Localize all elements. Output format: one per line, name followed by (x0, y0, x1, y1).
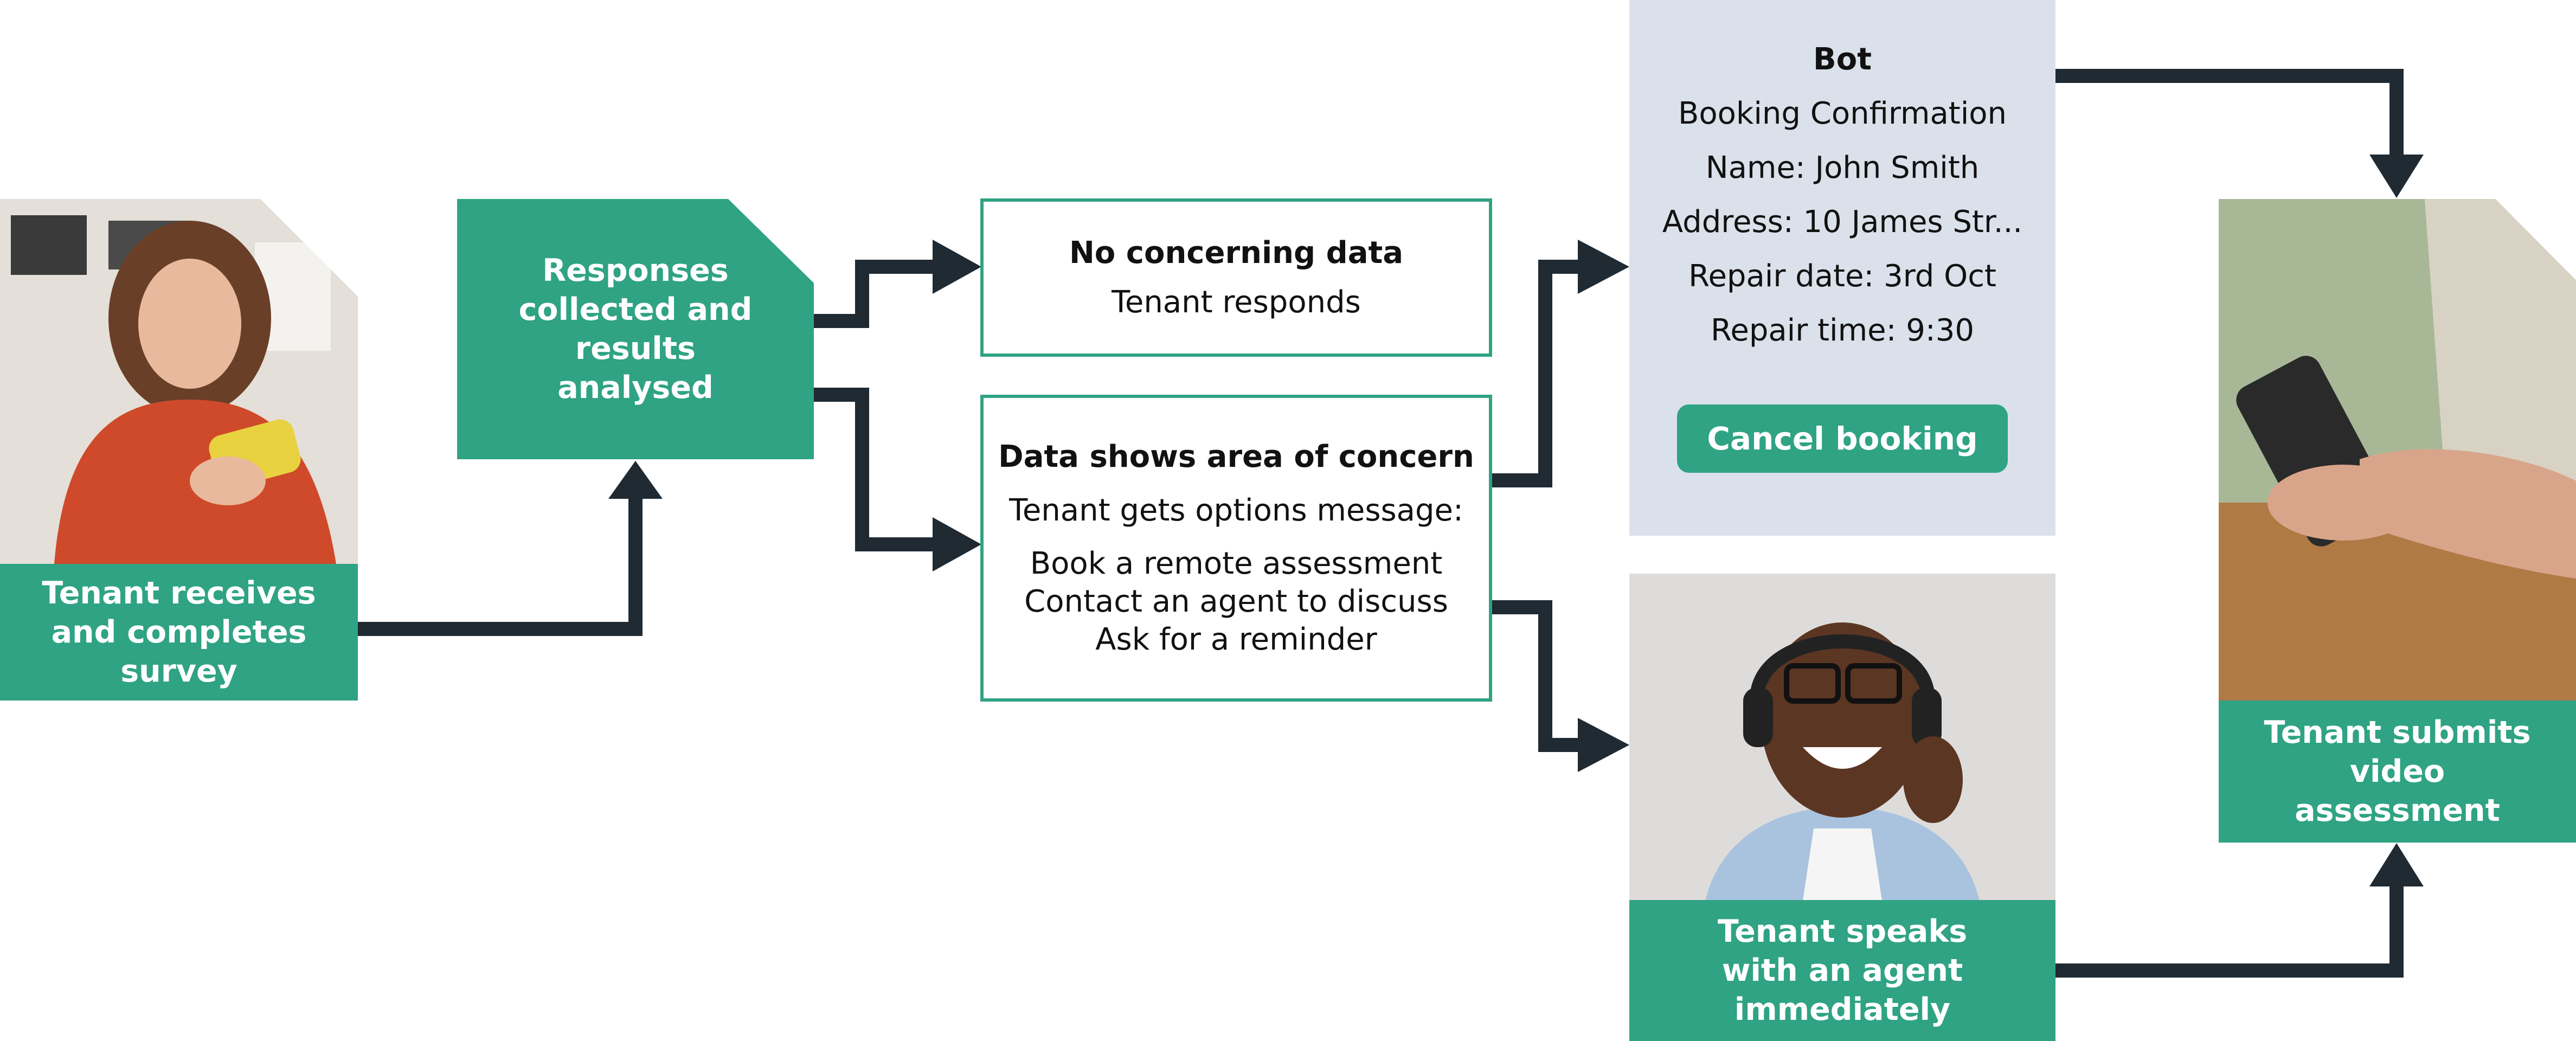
concern-intro: Tenant gets options message: (1009, 493, 1463, 528)
agent-label: Tenant speaks with an agent immediately (1629, 900, 2055, 1041)
option-contact-agent: Contact an agent to discuss (1024, 584, 1448, 619)
arrow-concern-to-bot (1491, 260, 1583, 487)
option-remote-assessment: Book a remote assessment (1030, 546, 1443, 581)
tenant-survey-text: Tenant receives and completes survey (42, 575, 316, 689)
arrowhead-right (1578, 240, 1629, 294)
agent-text: Tenant speaks with an agent immediately (1717, 914, 1968, 1027)
arrow-responses-to-concern (813, 388, 938, 551)
concern-box: Data shows area of concern Tenant gets o… (980, 395, 1492, 702)
bot-line-address: Address: 10 James Str... (1662, 204, 2023, 240)
responses-analysed-text: Responses collected and results analysed (518, 253, 753, 406)
video-assessment-label: Tenant submits video assessment (2219, 701, 2576, 843)
arrowhead-up (2369, 843, 2424, 886)
no-concern-title: No concerning data (1069, 235, 1404, 271)
bot-line-name: Name: John Smith (1705, 150, 1980, 185)
arrow-survey-to-responses (358, 499, 643, 636)
arrowhead-up (608, 461, 663, 499)
arrowhead-down (2369, 155, 2424, 198)
no-concern-box: No concerning data Tenant responds (980, 198, 1492, 357)
tenant-woman-photo (0, 199, 358, 564)
concern-title: Data shows area of concern (998, 439, 1474, 474)
arrowhead-right (933, 240, 981, 294)
bot-line-confirmation: Booking Confirmation (1678, 96, 2007, 131)
video-assessment-text: Tenant submits video assessment (2264, 715, 2531, 828)
arrowhead-right (933, 517, 981, 571)
arrow-bot-to-video (2055, 69, 2404, 157)
arrowhead-right (1578, 718, 1629, 772)
option-reminder: Ask for a reminder (1095, 622, 1377, 657)
bot-line-repair-date: Repair date: 3rd Oct (1688, 259, 1996, 294)
tenant-survey-label: Tenant receives and completes survey (0, 564, 358, 701)
bot-panel: Bot Booking Confirmation Name: John Smit… (1629, 0, 2055, 536)
arrow-responses-to-no-concern (813, 260, 938, 328)
bot-line-repair-time: Repair time: 9:30 (1710, 313, 1975, 348)
video-assessment-photo (2219, 199, 2576, 701)
cancel-booking-button[interactable]: Cancel booking (1677, 404, 2008, 473)
arrow-concern-to-agent (1491, 600, 1583, 752)
no-concern-line: Tenant responds (1112, 285, 1361, 320)
concern-options-list: Book a remote assessment Contact an agen… (1024, 545, 1448, 659)
responses-analysed-node: Responses collected and results analysed (457, 199, 814, 459)
bot-title: Bot (1813, 42, 1872, 77)
agent-photo (1629, 574, 2055, 901)
arrow-agent-to-video (2055, 884, 2404, 978)
